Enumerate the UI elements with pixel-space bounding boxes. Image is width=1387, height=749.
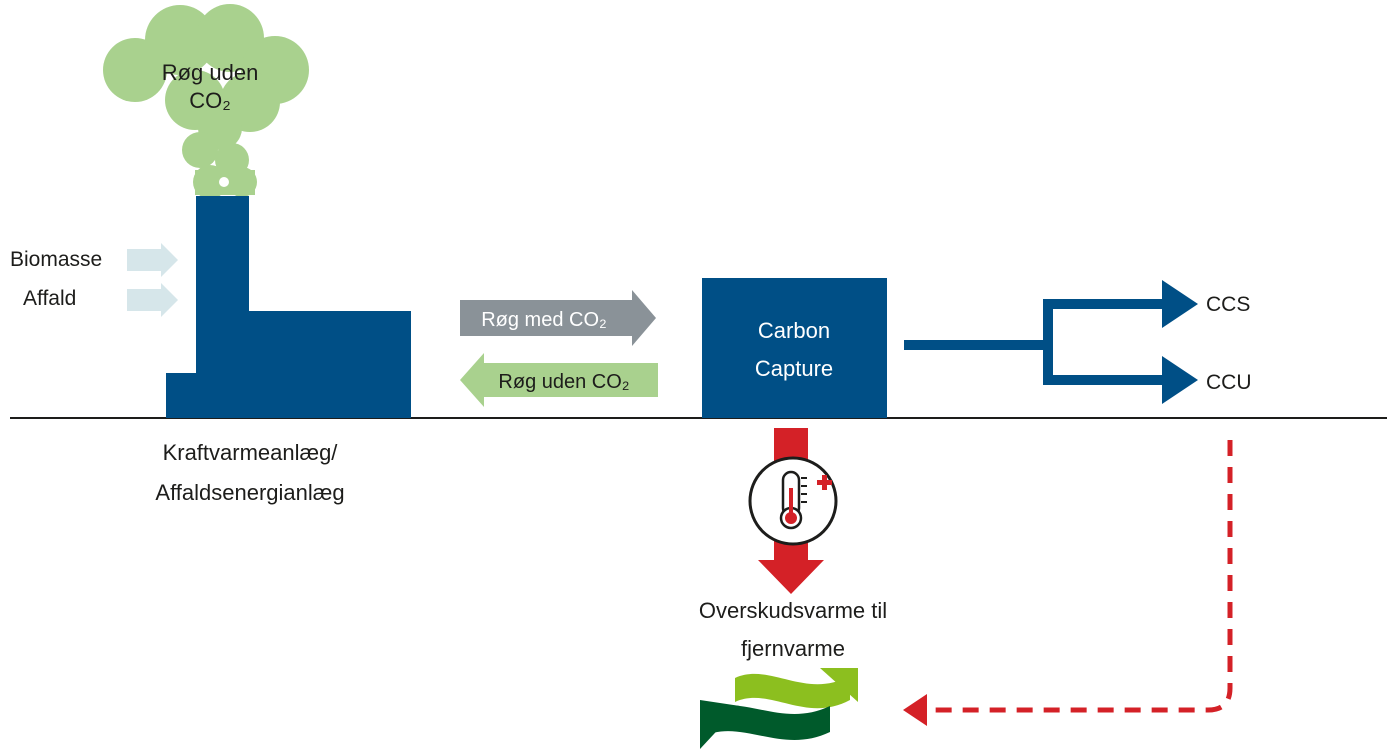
return-arrowhead	[903, 694, 927, 726]
smoke-label-line2: CO₂	[189, 88, 231, 113]
affald-arrow	[127, 283, 178, 317]
smoke-label-line1: Røg uden	[162, 60, 259, 85]
flue-in-arrow	[460, 290, 656, 346]
smoke-cloud	[103, 4, 309, 199]
capture-label-line1: Carbon	[758, 318, 830, 343]
return-dashed-line	[930, 440, 1233, 713]
heat-arrowhead	[758, 560, 824, 594]
plant-label-line1: Kraftvarmeanlæg/	[163, 440, 339, 465]
affald-label: Affald	[23, 287, 76, 310]
district-heating-logo-icon	[700, 668, 858, 749]
biomasse-arrow	[127, 243, 178, 277]
heat-label-line2: fjernvarme	[741, 636, 845, 661]
flue-in-label: Røg med CO₂	[481, 309, 607, 331]
flue-out-arrow	[460, 353, 658, 407]
smoke-hole	[219, 177, 229, 187]
biomasse-label: Biomasse	[10, 248, 102, 271]
thermometer-icon	[748, 456, 838, 546]
ccu-arrowhead	[1162, 356, 1198, 404]
plant-label-line2: Affaldsenergianlæg	[155, 480, 344, 505]
flue-out-label: Røg uden CO₂	[498, 371, 629, 393]
heat-label-line1: Overskudsvarme til	[699, 598, 887, 623]
output-fork	[904, 299, 1172, 385]
carbon-capture-box	[702, 278, 887, 418]
ccs-arrowhead	[1162, 280, 1198, 328]
power-plant-building	[166, 196, 411, 418]
ccu-label: CCU	[1206, 371, 1252, 394]
ccs-label: CCS	[1206, 293, 1250, 316]
capture-label-line2: Capture	[755, 356, 833, 381]
